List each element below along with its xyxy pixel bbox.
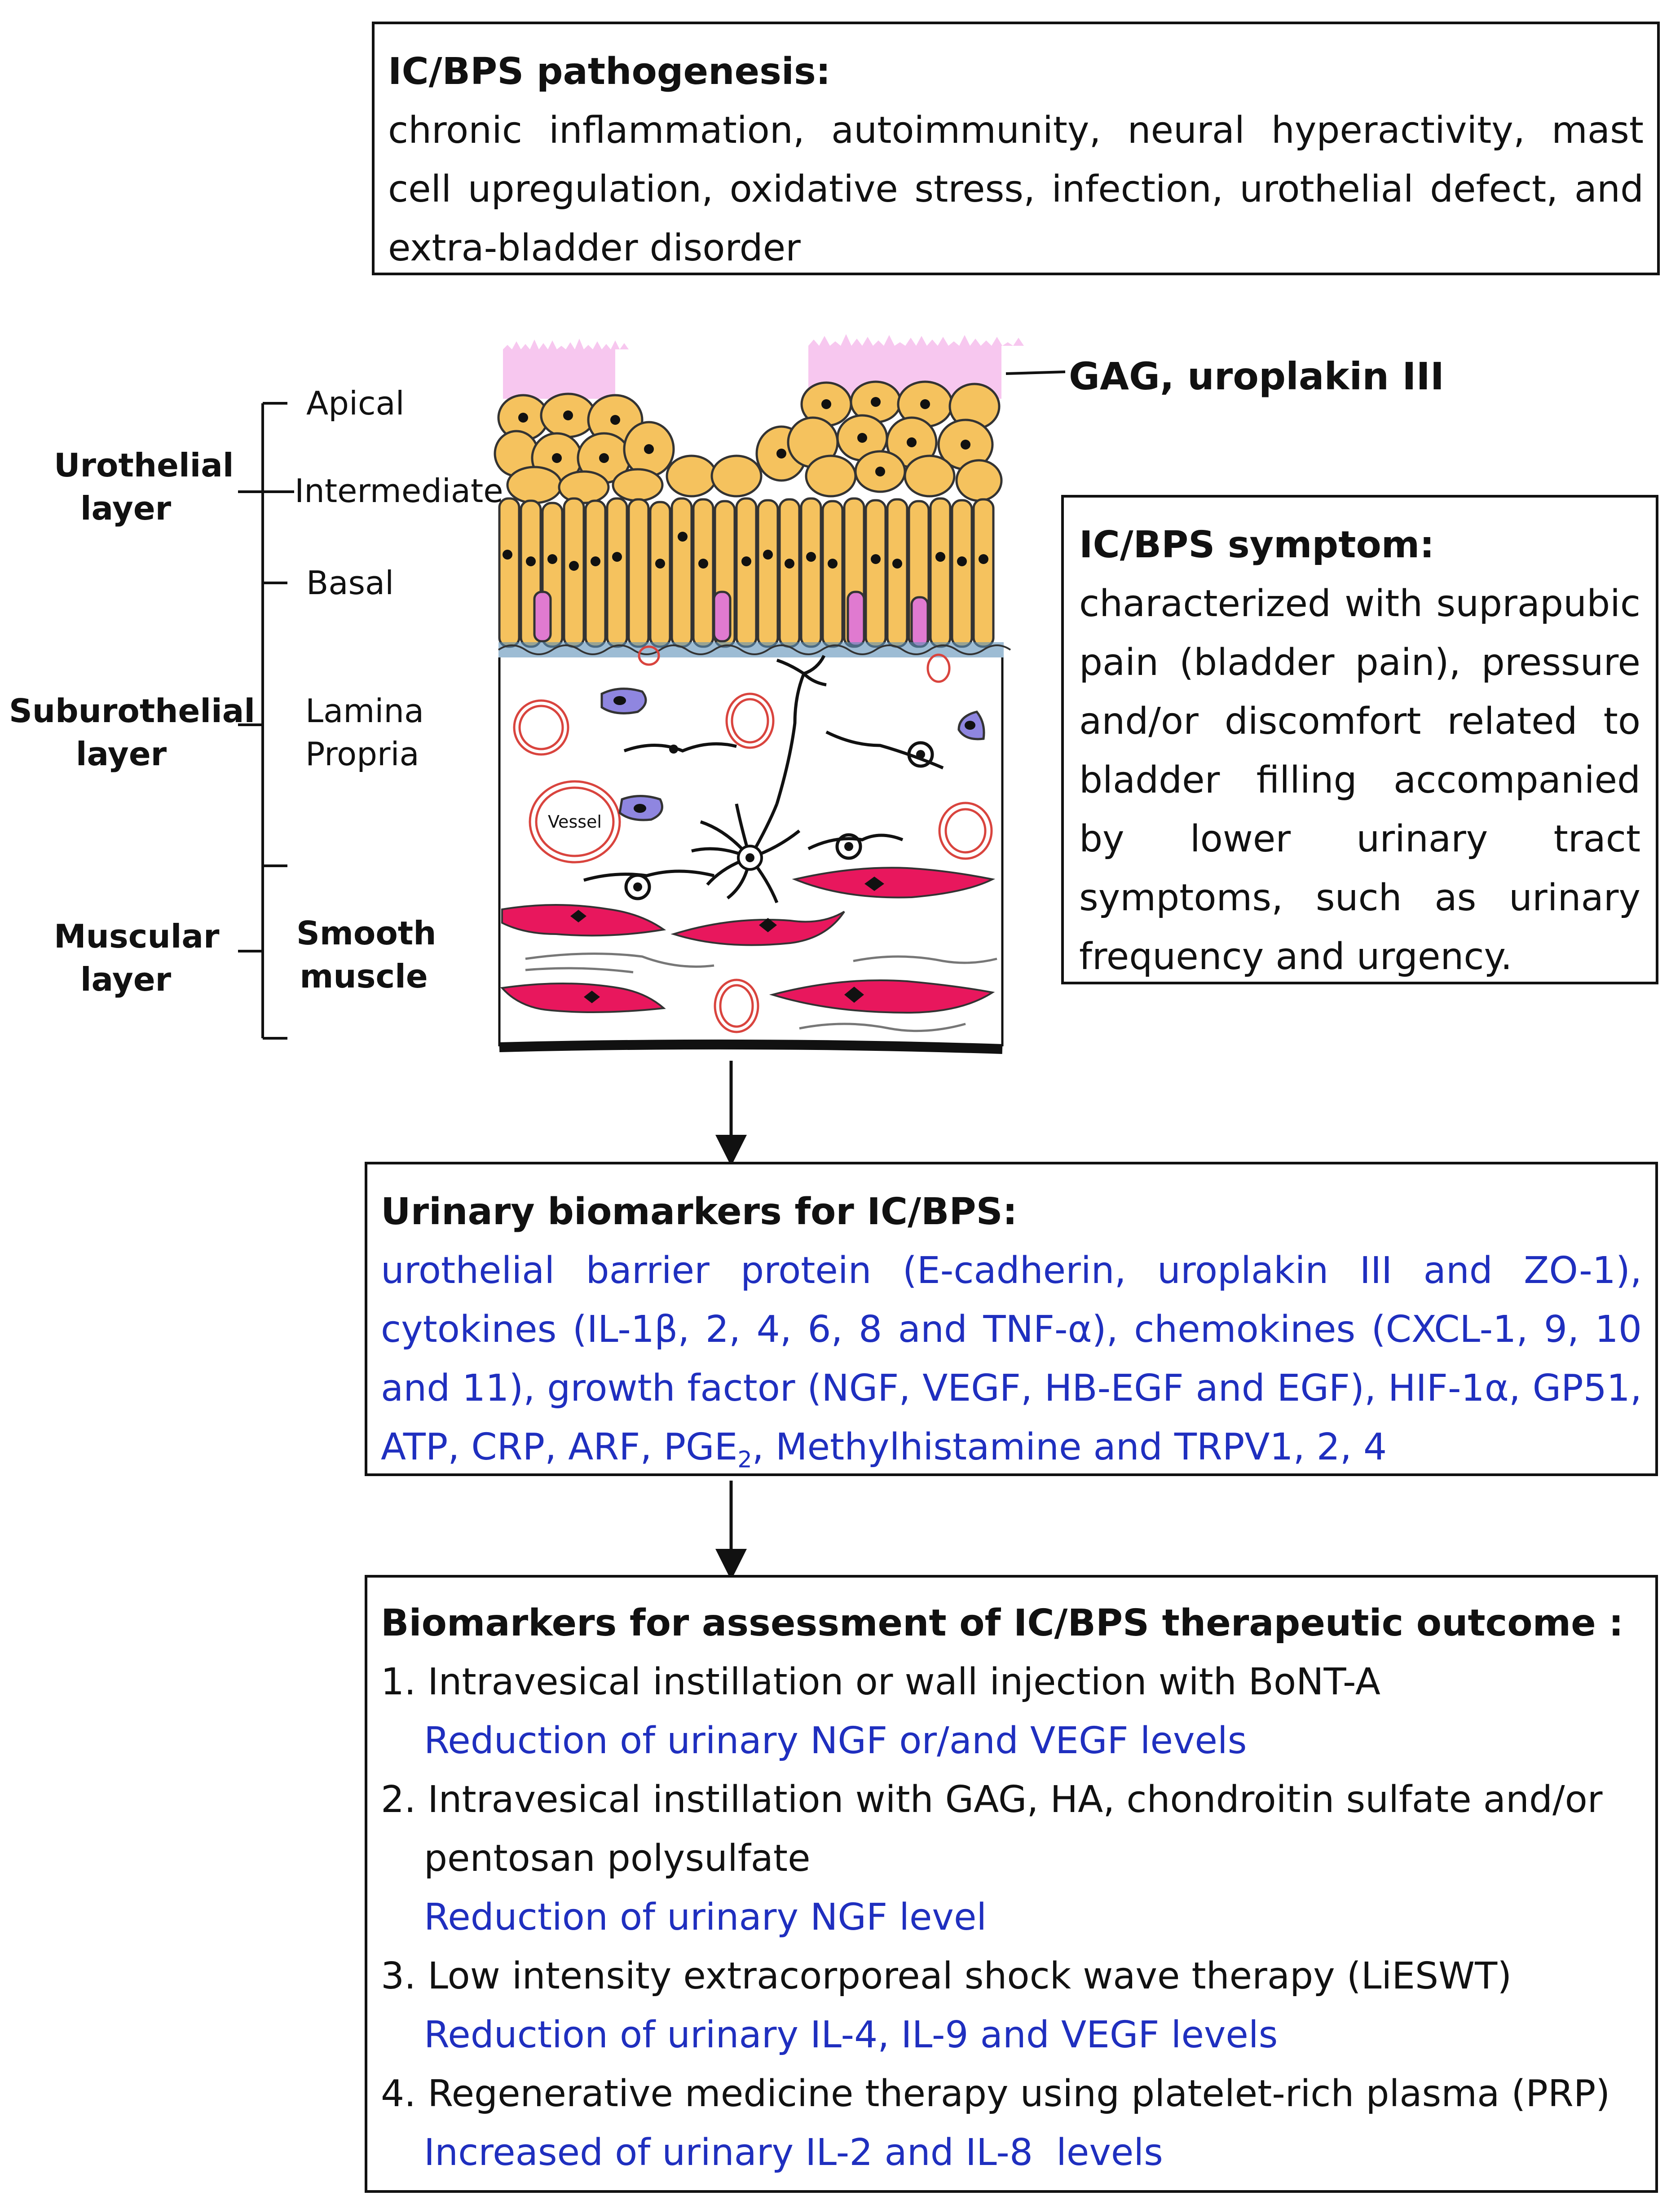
cell-nuclei [503,397,988,571]
outcome-item-2-continued: pentosan polysulfate [424,1837,811,1880]
urothelial-layer-label: Urothelial layer [54,446,234,527]
smooth-muscle-cells [500,867,996,1014]
urinary-biomarkers-title: Urinary biomarkers for IC/BPS: [381,1190,1018,1233]
smooth-muscle-label: Smooth muscle [296,914,437,995]
muscular-layer-label: Muscular layer [54,917,220,998]
gag-uroplakin-label: GAG, uroplakin III [1069,354,1445,398]
gag-layer [503,334,1024,399]
biomarkers-text-main: urothelial barrier protein (E-cadherin, … [381,1249,1642,1468]
basal-cells [498,497,995,648]
symptom-title: IC/BPS symptom: [1079,524,1435,566]
mast-cells [533,591,929,648]
immune-cells [600,688,985,821]
fibroblasts [583,730,944,900]
apical-cells [494,380,1003,504]
intermediate-label: Intermediate [295,472,503,510]
collagen-fibers [525,952,997,1032]
suburothelial-layer-label: Suburothelial layer [9,692,256,773]
lamina-propria-label: Lamina Propria [305,692,424,773]
pge-subscript: 2 [737,1446,752,1473]
nerve-network [691,655,827,904]
vessel-label: Vessel [548,812,602,832]
outcome-item-3: 3. Low intensity extracorporeal shock wa… [381,1955,1512,1997]
basement-membrane [498,642,1004,657]
symptom-box: IC/BPS symptom: characterized with supra… [1061,495,1658,984]
therapeutic-outcome-title: Biomarkers for assessment of IC/BPS ther… [381,1602,1624,1645]
pathogenesis-title: IC/BPS pathogenesis: [388,50,831,93]
outcome-result-3: Reduction of urinary IL-4, IL-9 and VEGF… [424,2014,1278,2056]
nerve-soma [737,845,763,871]
urinary-biomarkers-box: Urinary biomarkers for IC/BPS: urothelia… [365,1162,1658,1476]
outcome-item-4: 4. Regenerative medicine therapy using p… [381,2072,1610,2115]
pathogenesis-body: chronic inflammation, autoimmunity, neur… [388,109,1644,269]
urinary-biomarkers-body: urothelial barrier protein (E-cadherin, … [381,1241,1642,1477]
pathogenesis-box: IC/BPS pathogenesis: chronic inflammatio… [372,22,1660,275]
outcome-result-1: Reduction of urinary NGF or/and VEGF lev… [424,1720,1247,1762]
serosa-line [499,1039,1003,1054]
outcome-item-1: 1. Intravesical instillation or wall inj… [381,1661,1380,1703]
symptom-body: characterized with suprapubic pain (blad… [1079,582,1640,978]
vessels [513,645,993,1033]
outcome-item-2: 2. Intravesical instillation with GAG, H… [381,1778,1603,1821]
tissue-outline [498,657,1004,1046]
biomarkers-text-end: , Methylhistamine and TRPV1, 2, 4 [752,1426,1387,1468]
basal-label: Basal [306,564,394,602]
apical-label: Apical [306,384,405,422]
outcome-result-4: Increased of urinary IL-2 and IL-8 level… [424,2131,1163,2174]
tissue-section: Vessel [494,334,1024,1054]
outcome-result-2: Reduction of urinary NGF level [424,1896,987,1939]
therapeutic-outcome-box: Biomarkers for assessment of IC/BPS ther… [365,1575,1658,2193]
